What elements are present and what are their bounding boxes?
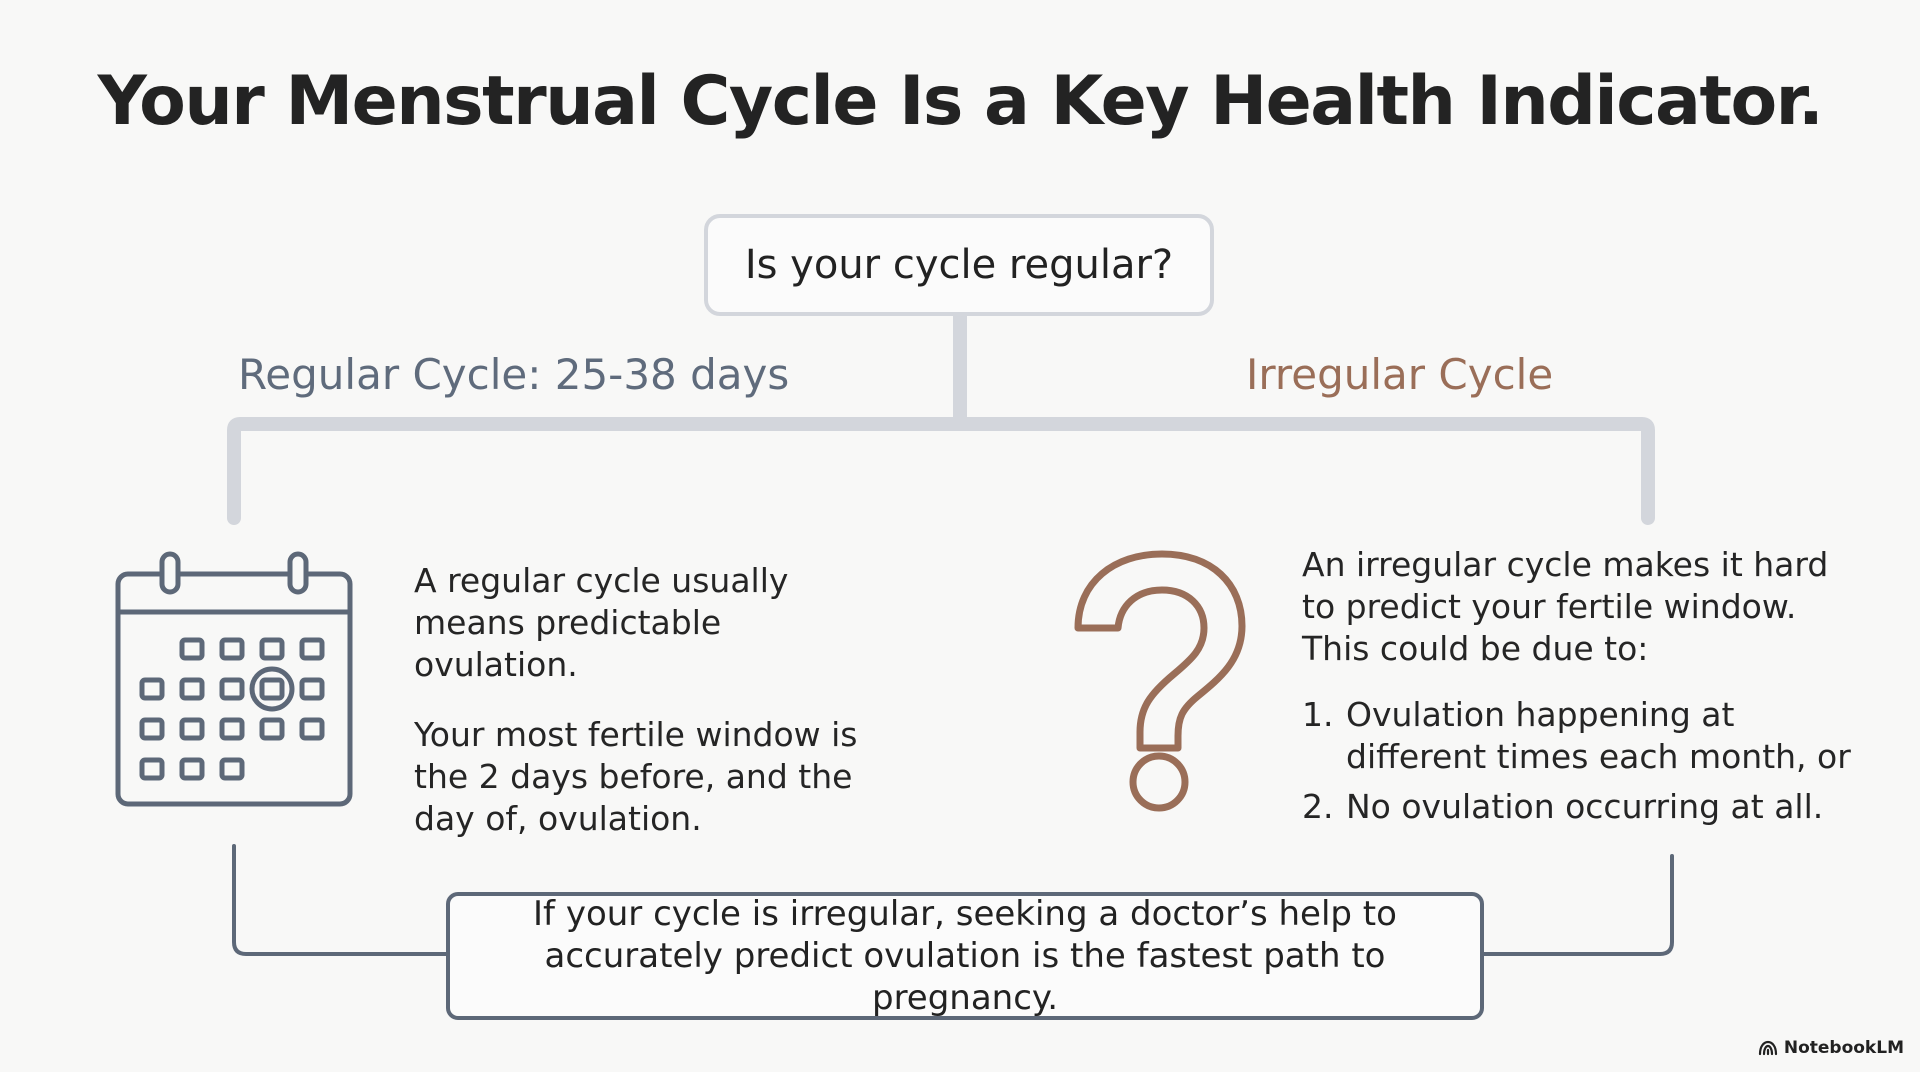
notebooklm-logo-icon <box>1758 1040 1777 1056</box>
question-text: Is your cycle regular? <box>744 242 1174 288</box>
irregular-cycle-text: An irregular cycle makes it hard to pred… <box>1302 544 1862 836</box>
list-number: 1. <box>1302 695 1334 734</box>
conclusion-text: If your cycle is irregular, seeking a do… <box>533 894 1397 1018</box>
regular-paragraph-2: Your most fertile window is the 2 days b… <box>414 715 858 838</box>
irregular-cycle-label: Irregular Cycle <box>1246 350 1554 399</box>
branch-connector <box>227 309 1655 525</box>
list-text: No ovulation occurring at all. <box>1346 787 1824 826</box>
page-title: Your Menstrual Cycle Is a Key Health Ind… <box>97 62 1824 141</box>
irregular-intro: An irregular cycle makes it hard to pred… <box>1302 545 1829 668</box>
notebooklm-watermark: NotebookLM <box>1758 1038 1904 1058</box>
list-text: Ovulation happening at different times e… <box>1346 695 1851 776</box>
regular-cycle-text: A regular cycle usually means predictabl… <box>414 560 894 840</box>
watermark-text: NotebookLM <box>1783 1038 1904 1058</box>
reason-list: 1. Ovulation happening at different time… <box>1302 694 1862 828</box>
question-box: Is your cycle regular? <box>704 214 1214 316</box>
question-mark-icon <box>1070 548 1250 812</box>
list-item: 1. Ovulation happening at different time… <box>1302 694 1862 778</box>
list-number: 2. <box>1302 787 1334 826</box>
list-item: 2. No ovulation occurring at all. <box>1302 786 1862 828</box>
conclusion-box: If your cycle is irregular, seeking a do… <box>446 892 1484 1020</box>
calendar-icon <box>112 546 356 810</box>
regular-paragraph-1: A regular cycle usually means predictabl… <box>414 561 789 684</box>
regular-cycle-label: Regular Cycle: 25-38 days <box>238 350 790 399</box>
conclusion-connector <box>232 844 1674 956</box>
